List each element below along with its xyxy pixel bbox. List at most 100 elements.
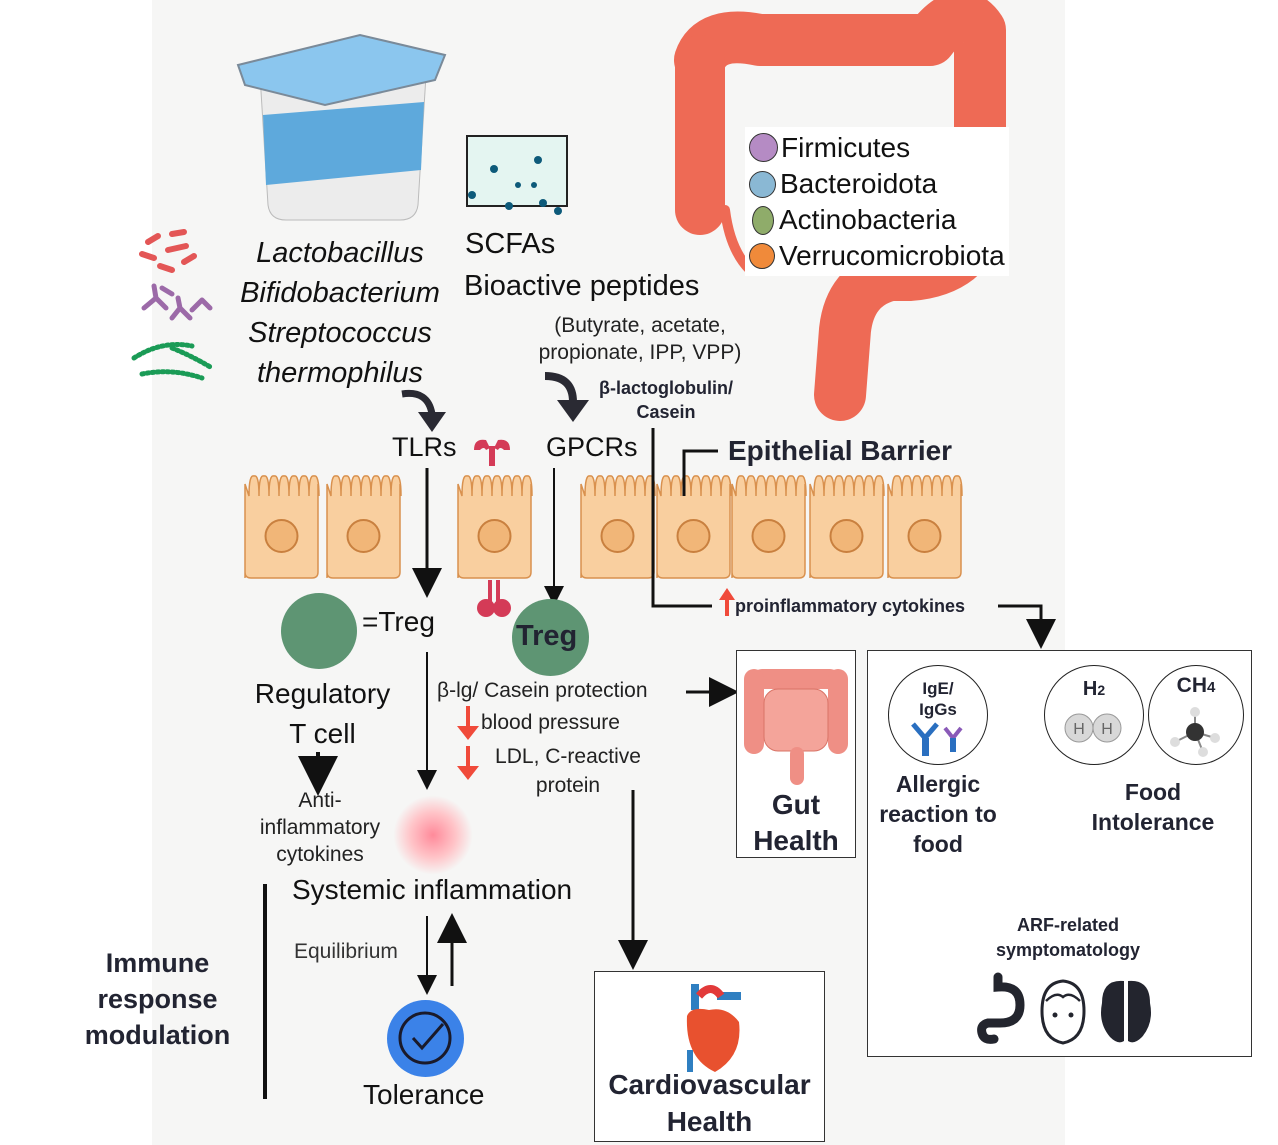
legend-item: Actinobacteria xyxy=(749,202,1005,238)
scfa-molecules-icon xyxy=(466,135,568,215)
legend-label: Bacteroidota xyxy=(780,168,938,199)
anti-line: Anti- xyxy=(298,789,342,812)
ig-label: IgE/ IgGs xyxy=(889,678,987,720)
legend-item: Bacteroidota xyxy=(749,166,1005,202)
epithelial-cell xyxy=(809,475,885,579)
adverse-effects-box: IgE/ IgGs H2 H H CH4 Allergic reaction t… xyxy=(867,650,1252,1057)
legend-swatch-icon xyxy=(749,133,778,162)
metabolite-examples: (Butyrate, acetate, propionate, IPP, VPP… xyxy=(515,312,765,366)
tlrs-label: TLRs xyxy=(392,432,457,462)
legend-swatch-icon xyxy=(752,205,774,235)
epithelial-cell xyxy=(244,475,320,579)
allergen-label: β-lactoglobulin/ Casein xyxy=(586,376,746,424)
cell-nucleus xyxy=(346,519,381,553)
cell-nucleus xyxy=(477,519,512,553)
tlr-receptor-icon xyxy=(474,439,510,466)
inflammation-cells-icon xyxy=(393,795,473,875)
cell-nucleus xyxy=(264,519,299,553)
arf-line: ARF-related xyxy=(1016,915,1119,935)
legend-item: Firmicutes xyxy=(749,129,1005,166)
stomach-icon xyxy=(977,972,1025,1044)
cell-nucleus xyxy=(907,519,942,553)
regulatory-line: T cell xyxy=(289,718,356,749)
species-name: Bifidobacterium xyxy=(240,277,440,309)
h2-subscript: 2 xyxy=(1097,682,1106,698)
blood-pressure-label: blood pressure xyxy=(481,711,620,734)
ig-line: IgE/ xyxy=(922,679,954,698)
tolerance-label: Tolerance xyxy=(363,1079,485,1110)
allergic-line: reaction to xyxy=(879,801,997,827)
h2-label: H2 xyxy=(1045,678,1143,701)
methane-molecule-icon xyxy=(1170,707,1220,757)
ch4-symbol: CH xyxy=(1176,674,1207,697)
modulation-line: Immune xyxy=(105,948,210,978)
legend-label: Firmicutes xyxy=(781,131,911,163)
microbiota-legend: Firmicutes Bacteroidota Actinobacteria V… xyxy=(745,127,1009,276)
ldl-line: LDL, C-reactive xyxy=(495,745,641,768)
bacteria-icon xyxy=(131,229,215,381)
cell-nucleus xyxy=(676,519,711,553)
species-name: Lactobacillus xyxy=(256,237,424,269)
check-circle-icon xyxy=(398,1011,452,1065)
modulation-line: modulation xyxy=(84,1020,231,1050)
legend-label: Verrucomicrobiota xyxy=(779,240,1005,271)
scfas-label: SCFAs xyxy=(465,228,556,260)
legend-swatch-icon xyxy=(749,170,776,198)
decrease-arrow-icon xyxy=(457,706,479,740)
protection-label: β-lg/ Casein protection xyxy=(437,679,648,702)
treg-cell-label: Treg xyxy=(516,620,578,652)
hydrogen-molecule-icon: H H xyxy=(1064,713,1122,743)
gpcrs-label: GPCRs xyxy=(546,432,638,462)
allergen-to-cytokines-line xyxy=(651,428,712,608)
cell-nucleus xyxy=(829,519,864,553)
curved-arrow-icon xyxy=(544,372,589,422)
anti-line: cytokines xyxy=(276,843,364,866)
epithelial-cells xyxy=(244,475,963,579)
cardiovascular-health-label: Cardiovascular Health xyxy=(595,1066,824,1140)
svg-text:H: H xyxy=(1101,721,1113,738)
arf-symptomatology-label: ARF-related symptomatology xyxy=(968,913,1168,963)
legend-swatch-icon xyxy=(749,243,775,269)
epithelial-cell xyxy=(326,475,402,579)
intolerance-line: Intolerance xyxy=(1091,809,1215,835)
allergen-line: β-lactoglobulin/ xyxy=(599,378,733,398)
food-intolerance-label: Food Intolerance xyxy=(1078,777,1228,837)
increase-arrow-icon xyxy=(719,588,735,616)
gut-health-box: Gut Health xyxy=(736,650,856,858)
intolerance-line: Food xyxy=(1124,779,1182,805)
anti-inflammatory-label: Anti- inflammatory cytokines xyxy=(255,787,385,868)
yogurt-cup-icon xyxy=(236,33,447,221)
intestine-icon xyxy=(744,669,848,785)
h2-circle: H2 H H xyxy=(1044,665,1144,765)
allergic-line: Allergic xyxy=(895,771,981,797)
gut-health-line: Gut xyxy=(771,789,821,820)
tlr-receptor-lower-icon xyxy=(477,580,511,617)
probiotic-species-list: Lactobacillus Bifidobacterium Streptococ… xyxy=(220,233,460,393)
epithelial-pointer-line xyxy=(682,449,718,496)
face-icon xyxy=(1040,979,1086,1045)
treg-cell xyxy=(512,599,589,676)
bioactive-peptides-label: Bioactive peptides xyxy=(464,270,700,302)
modulation-line: response xyxy=(97,984,218,1014)
antibody-circle: IgE/ IgGs xyxy=(888,665,988,765)
arf-line: symptomatology xyxy=(995,940,1141,960)
cardiovascular-health-box: Cardiovascular Health xyxy=(594,971,825,1142)
brain-icon xyxy=(1101,980,1151,1043)
epithelial-barrier-label: Epithelial Barrier xyxy=(728,435,953,466)
h2-symbol: H xyxy=(1082,678,1098,700)
svg-text:H: H xyxy=(1073,721,1085,738)
ch4-subscript: 4 xyxy=(1207,679,1216,696)
legend-item: Verrucomicrobiota xyxy=(749,238,1005,274)
ch4-label: CH4 xyxy=(1149,674,1243,698)
regulatory-line: Regulatory xyxy=(254,678,391,709)
epithelial-cell xyxy=(656,475,732,579)
gut-health-label: Gut Health xyxy=(737,787,855,859)
decrease-arrow-icon xyxy=(457,746,479,780)
species-name: Streptococcus xyxy=(248,317,432,349)
allergen-line: Casein xyxy=(636,402,696,422)
epithelial-cell xyxy=(887,475,963,579)
ch4-circle: CH4 xyxy=(1148,665,1244,765)
tolerance-check-icon xyxy=(387,1000,464,1077)
epithelial-cell xyxy=(457,475,533,579)
